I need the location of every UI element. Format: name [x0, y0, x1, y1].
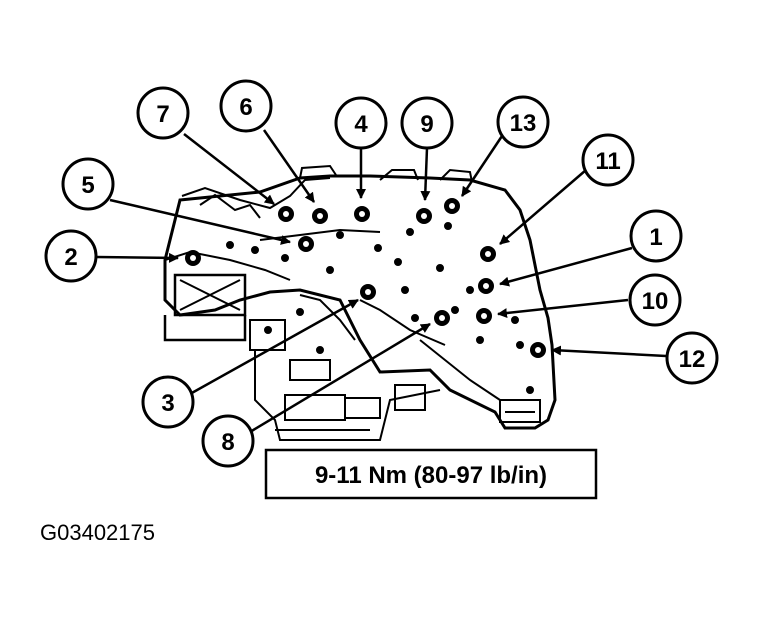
callout-10-label: 10 — [642, 288, 669, 315]
leader-8 — [249, 322, 431, 434]
figure-id: G03402175 — [40, 520, 155, 545]
callout-11: 11 — [581, 133, 635, 187]
leader-7 — [183, 133, 275, 205]
leader-9 — [420, 147, 431, 201]
leader-1 — [499, 246, 633, 287]
leader-lines — [95, 129, 667, 434]
callout-group: 1 2 3 4 5 6 7 8 — [44, 79, 719, 468]
torque-spec-box: 9-11 Nm (80-97 lb/in) — [264, 448, 598, 500]
callout-4: 4 — [334, 96, 388, 150]
leader-6 — [262, 129, 316, 203]
callout-2-label: 2 — [64, 244, 77, 271]
callout-10: 10 — [628, 273, 682, 327]
callout-1-label: 1 — [649, 224, 662, 251]
leader-5 — [109, 198, 291, 245]
callout-5-label: 5 — [81, 172, 94, 199]
callout-3: 3 — [141, 375, 195, 429]
callout-2: 2 — [44, 229, 98, 283]
callout-7: 7 — [136, 86, 190, 140]
callout-1: 1 — [629, 209, 683, 263]
leader-13 — [460, 135, 504, 197]
valve-body-illustration — [163, 164, 557, 441]
callout-13: 13 — [496, 95, 550, 149]
callout-8-label: 8 — [221, 429, 234, 456]
torque-spec-text: 9-11 Nm (80-97 lb/in) — [315, 462, 547, 489]
callout-13-label: 13 — [510, 110, 537, 137]
callout-9: 9 — [400, 96, 454, 150]
callout-9-label: 9 — [420, 111, 433, 138]
leader-3 — [189, 298, 359, 396]
bolt-heads — [185, 198, 546, 358]
callout-11-label: 11 — [595, 148, 620, 175]
callout-4-label: 4 — [354, 111, 368, 138]
callout-8: 8 — [201, 414, 255, 468]
leader-12 — [551, 345, 667, 358]
callout-6-label: 6 — [239, 94, 252, 121]
leader-10 — [497, 298, 629, 319]
leader-11 — [499, 169, 587, 245]
callout-12: 12 — [665, 331, 719, 385]
callout-3-label: 3 — [161, 390, 174, 417]
leader-2 — [95, 252, 179, 263]
callout-12-label: 12 — [679, 346, 706, 373]
callout-6: 6 — [219, 79, 273, 133]
callout-5: 5 — [61, 157, 115, 211]
callout-7-label: 7 — [156, 101, 169, 128]
